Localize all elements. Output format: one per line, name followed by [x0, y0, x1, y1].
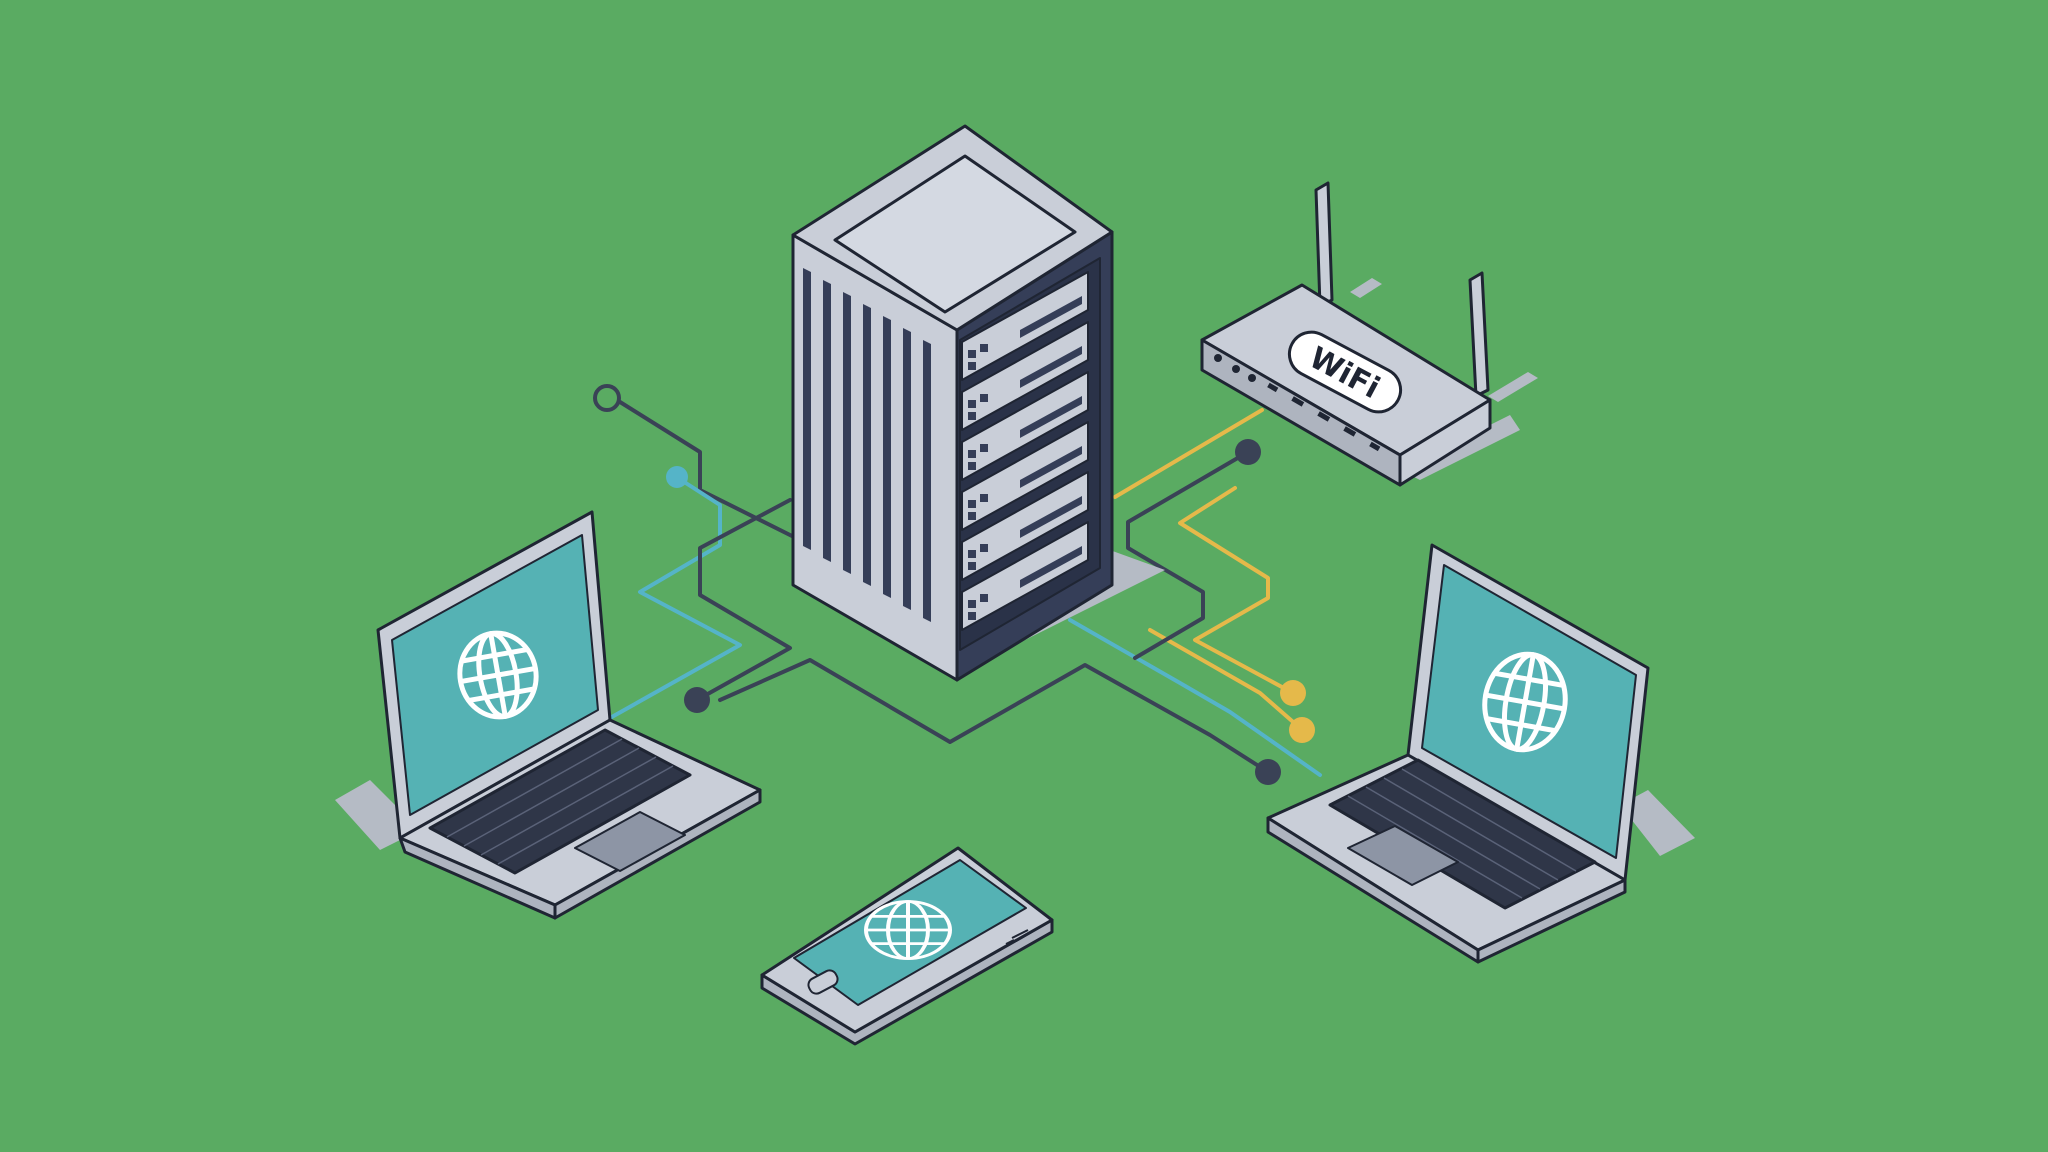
laptop-base-edge: [553, 788, 762, 920]
server-unit: [961, 471, 1089, 581]
blue-node: [666, 466, 688, 488]
connection-line-dark: [695, 498, 792, 702]
keyboard-keys: [1347, 768, 1577, 899]
laptop-base-edge: [1476, 878, 1627, 964]
connection-line-dark: [1126, 450, 1250, 660]
router-shadow: [1488, 372, 1538, 402]
connection-line-yellow: [1178, 486, 1295, 695]
router-ports: [1214, 354, 1381, 452]
server-top-panel: [833, 154, 1077, 314]
smartphone-icon: [760, 846, 1054, 1046]
server-unit: [961, 321, 1089, 431]
connection-nodes: [593, 384, 1315, 785]
globe-icon: [457, 630, 539, 720]
phone-home-button: [807, 969, 839, 995]
laptop-screen: [1421, 564, 1637, 859]
router-antenna: [1468, 271, 1490, 398]
connection-line-yellow: [1148, 628, 1302, 730]
laptop-keyboard: [428, 728, 692, 875]
laptop-trackpad: [574, 811, 686, 872]
router-label-badge: [1287, 330, 1403, 414]
router-antenna: [1314, 181, 1334, 308]
server-unit: [961, 521, 1089, 631]
connection-line-dark: [618, 400, 802, 542]
laptop-trackpad: [1347, 825, 1459, 886]
server-unit: [961, 371, 1089, 481]
server-unit-details: [968, 296, 1082, 620]
phone-speaker: [1005, 929, 1029, 945]
server-unit: [961, 421, 1089, 531]
dark-node: [1255, 759, 1281, 785]
yellow-node: [1280, 680, 1306, 706]
keyboard-keys: [446, 738, 674, 865]
connection-line-yellow: [1113, 408, 1264, 499]
connection-line-dark: [718, 658, 1270, 774]
globe-icon: [1482, 651, 1568, 753]
yellow-node: [1289, 717, 1315, 743]
server-unit: [961, 271, 1089, 381]
server-units: [961, 271, 1089, 631]
wifi-router-icon: WiFi: [1200, 181, 1538, 487]
laptop-right: [1266, 543, 1695, 964]
connection-lines: [608, 400, 1322, 777]
laptop-left: [335, 510, 762, 920]
dark-node: [1235, 439, 1261, 465]
router-side: [1398, 398, 1492, 487]
globe-icon: [864, 900, 952, 960]
laptop-keyboard: [1328, 758, 1597, 910]
hollow-node: [593, 384, 621, 412]
connection-line-blue: [608, 476, 742, 720]
router-shadow: [1350, 278, 1382, 298]
server-rack-icon: [791, 124, 1165, 682]
laptop-shadow: [1620, 790, 1695, 856]
dark-node: [684, 687, 710, 713]
connection-line-blue: [1068, 618, 1322, 777]
server-vents: [803, 268, 931, 622]
